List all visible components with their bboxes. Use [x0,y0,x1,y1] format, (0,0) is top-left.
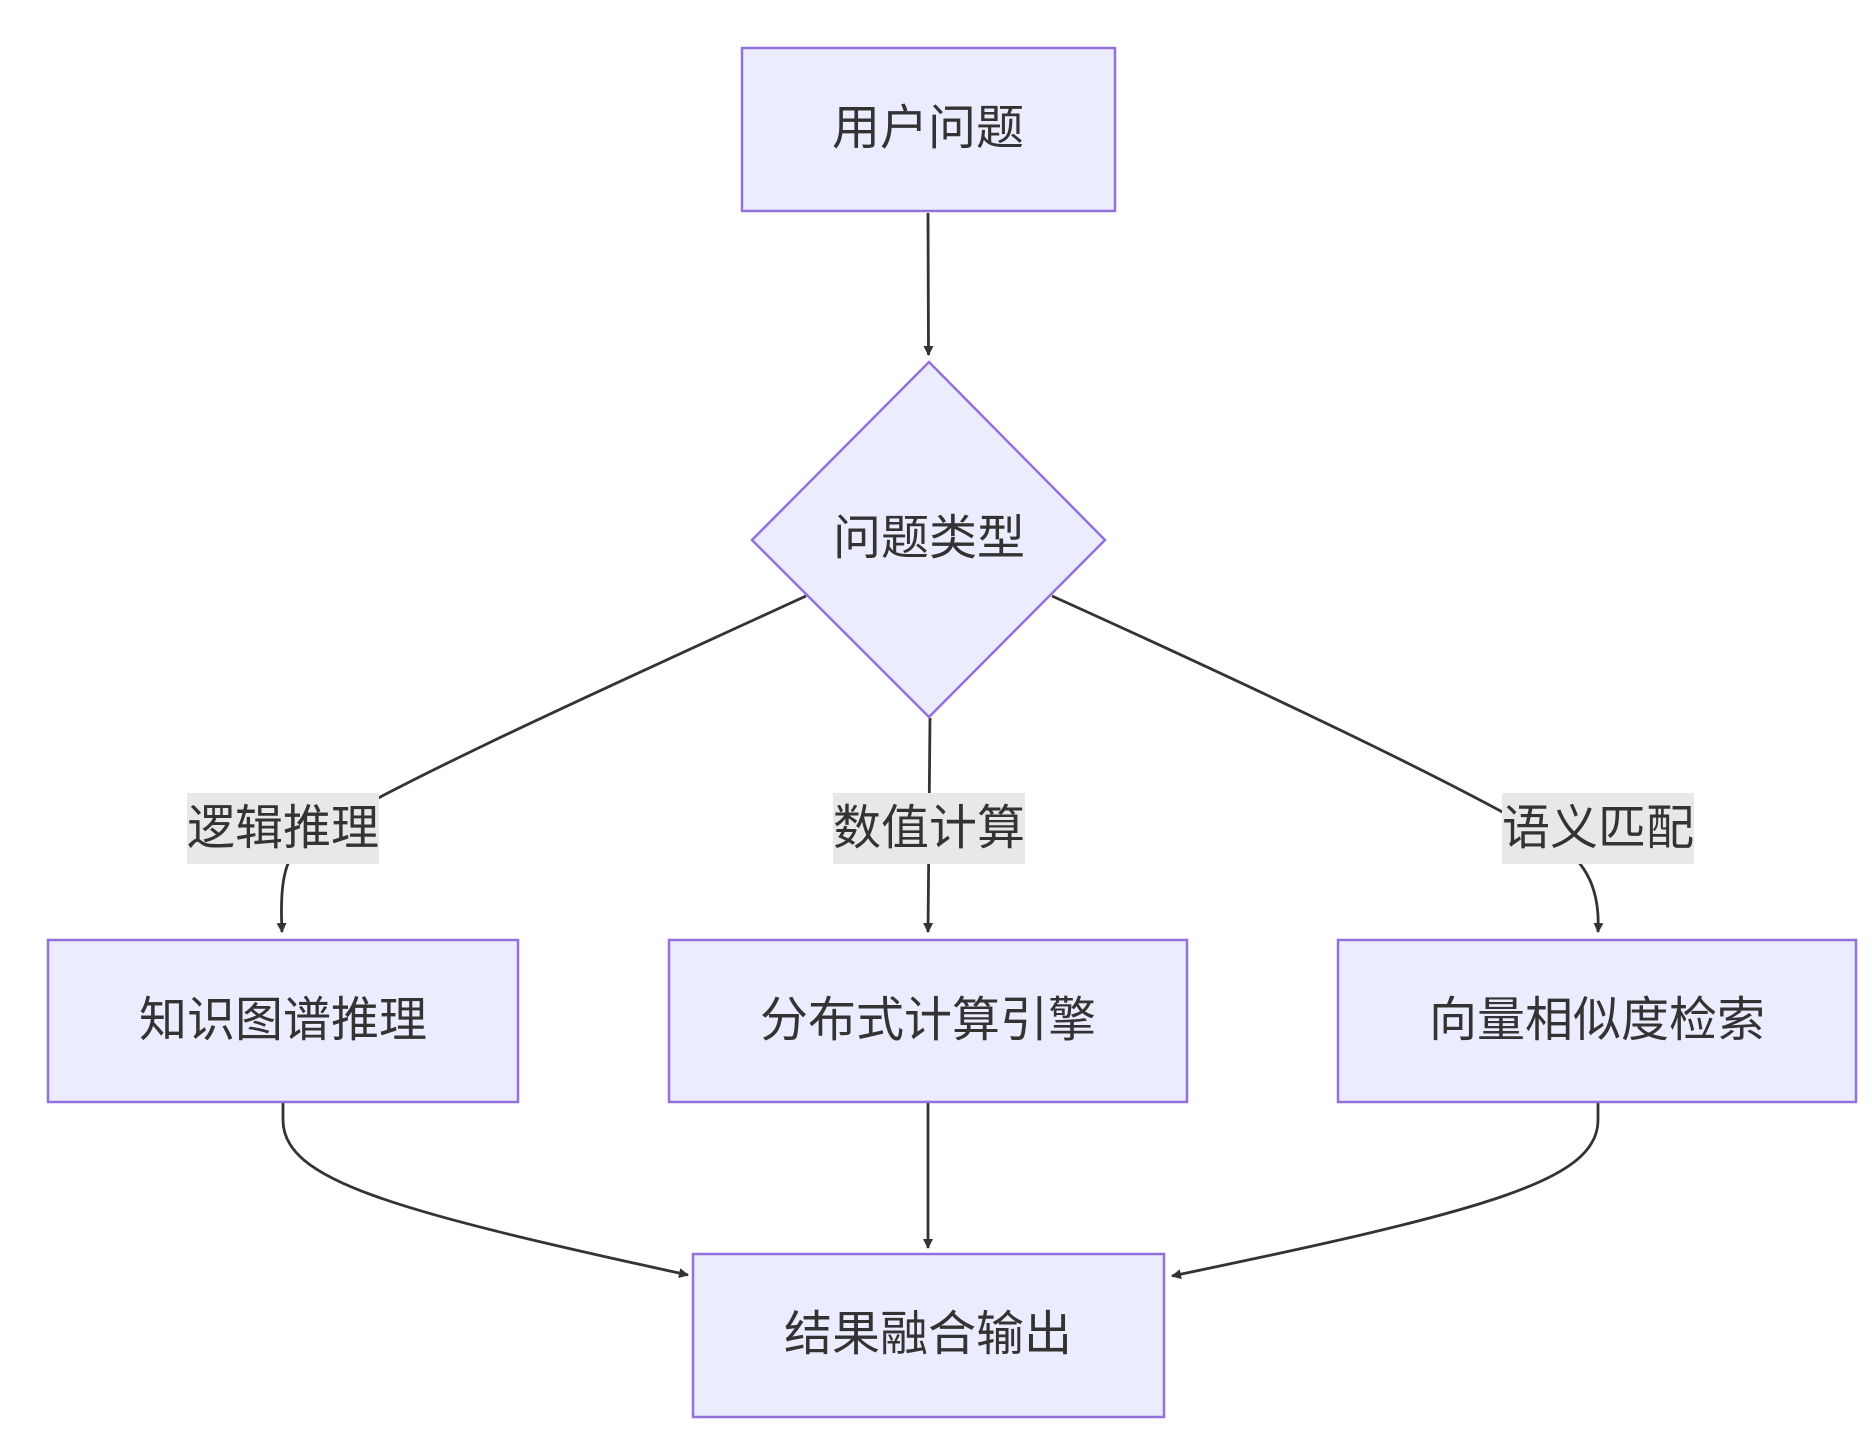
node-distributed-engine-label: 分布式计算引擎 [760,992,1096,1048]
edge-vector-search-to-fusion [1171,1103,1600,1280]
node-user-question-label: 用户问题 [832,100,1024,156]
node-vector-search: 向量相似度检索 [1336,938,1858,1104]
node-question-type: 问题类型 [750,360,1107,719]
edge-label-semantic-text: 语义匹配 [1502,800,1694,856]
node-distributed-engine: 分布式计算引擎 [667,938,1189,1104]
node-question-type-label: 问题类型 [833,510,1025,566]
edge-label-numeric-text: 数值计算 [833,800,1025,856]
edge-user-to-type [923,212,934,356]
node-vector-search-label: 向量相似度检索 [1429,992,1765,1048]
node-user-question: 用户问题 [740,46,1117,213]
node-knowledge-graph: 知识图谱推理 [46,938,520,1104]
edge-label-logic-text: 逻辑推理 [187,800,379,856]
node-result-fusion: 结果融合输出 [691,1252,1166,1419]
edge-type-to-vector-search [1051,594,1604,933]
edge-label-numeric: 数值计算 [833,793,1025,864]
edge-label-semantic: 语义匹配 [1502,793,1694,864]
node-knowledge-graph-label: 知识图谱推理 [139,992,427,1048]
node-result-fusion-label: 结果融合输出 [784,1306,1072,1362]
edge-label-logic: 逻辑推理 [187,793,379,864]
edges [276,212,1604,1280]
edge-type-to-knowledge-graph [276,594,807,933]
edge-knowledge-graph-to-fusion [281,1103,689,1278]
